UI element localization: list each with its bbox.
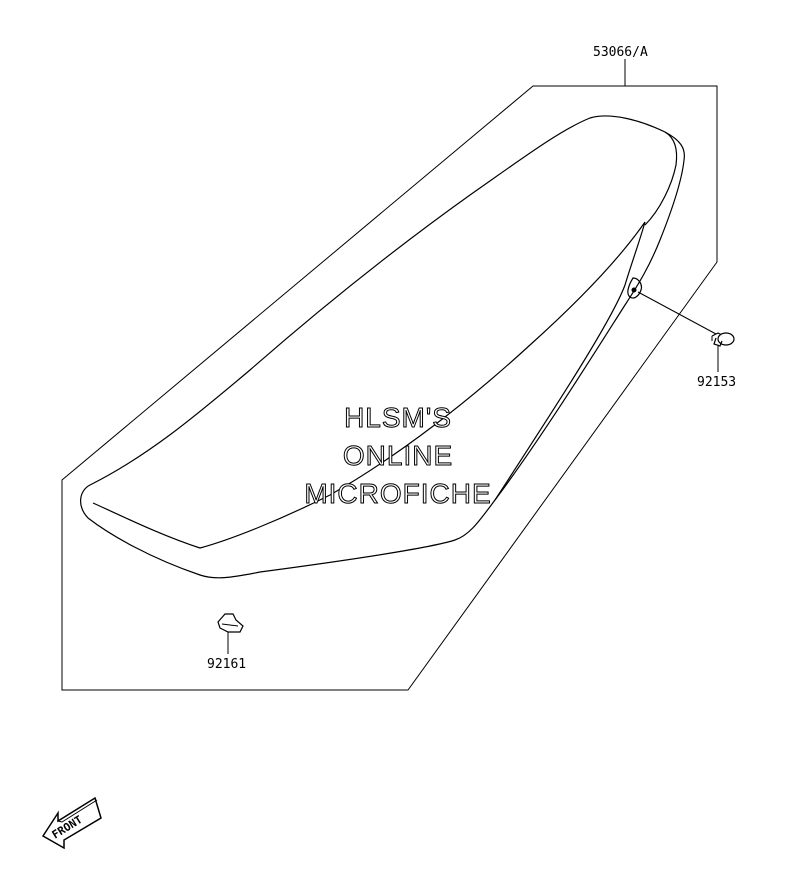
clip-92161-icon	[217, 613, 244, 633]
seat-top-seam	[92, 221, 646, 549]
seat-side-panel	[494, 221, 646, 501]
leader-line-92153-diag	[637, 291, 717, 335]
watermark-line-3: MICROFICHE	[304, 478, 491, 509]
seat-outline	[80, 115, 685, 579]
rear-mount-tab	[627, 277, 643, 299]
part-label-seat: 53066/A	[593, 45, 648, 60]
front-arrow-icon: FRONT	[41, 796, 102, 850]
assembly-boundary	[61, 85, 718, 691]
part-label-clip: 92161	[207, 657, 246, 672]
bolt-92153-icon	[711, 332, 735, 347]
part-label-bolt: 92153	[697, 375, 736, 390]
watermark-line-1: HLSM'S	[344, 402, 452, 433]
seat-rear-edge	[644, 131, 678, 226]
rear-mount-hole	[631, 287, 637, 293]
watermark-line-2: ONLINE	[343, 440, 453, 471]
